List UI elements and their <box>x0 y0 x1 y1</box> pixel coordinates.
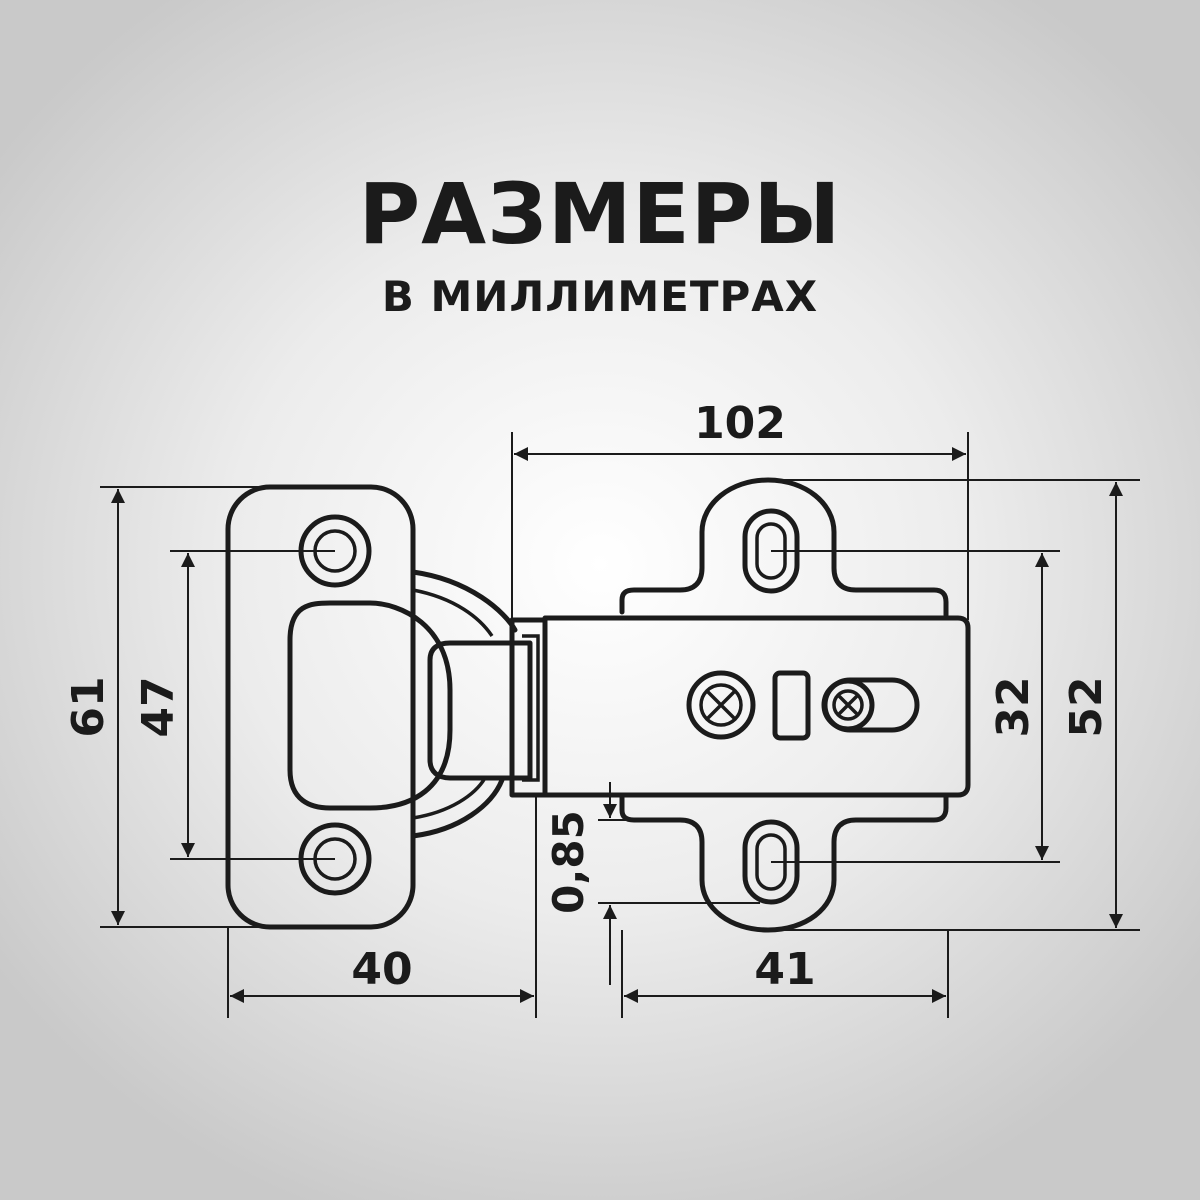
page-subtitle: В МИЛЛИМЕТРАХ <box>381 272 819 321</box>
dim-plate-height-label: 61 <box>63 676 114 737</box>
adjust-screw-cross-icon <box>705 689 737 721</box>
cup-dome-top <box>410 569 518 633</box>
plate-recess <box>287 600 453 811</box>
cup-dome-bottom <box>410 777 505 839</box>
dim-base-width-label: 41 <box>754 944 815 995</box>
dim-offset: 0,85 <box>544 782 760 985</box>
dim-base-hole-spacing: 32 <box>771 550 1060 863</box>
dim-plate-width: 40 <box>227 795 537 1018</box>
adjust-screw <box>686 670 756 740</box>
dim-plate-width-label: 40 <box>351 944 412 995</box>
cam-screw-cross-icon <box>836 693 860 717</box>
dim-plate-height: 61 <box>63 486 330 928</box>
cam-screw <box>821 678 875 732</box>
cup-dome-inner-top <box>412 588 494 637</box>
adjust-screw-head <box>699 683 743 727</box>
dim-plate-hole-spacing: 47 <box>133 550 335 860</box>
dim-overall-length-label: 102 <box>694 398 786 449</box>
hinge-knuckle <box>427 640 533 781</box>
arm-end-cap-inner <box>522 634 540 782</box>
dim-overall-length: 102 <box>511 398 969 620</box>
arm-window <box>772 670 811 741</box>
dim-base-height-label: 52 <box>1061 676 1112 737</box>
page-title: РАЗМЕРЫ <box>358 165 842 263</box>
dim-base-width: 41 <box>621 930 949 1018</box>
dim-base-hole-spacing-label: 32 <box>988 676 1039 737</box>
hinge-arm <box>542 615 971 798</box>
dim-plate-hole-spacing-label: 47 <box>133 676 184 737</box>
dimension-lines: 102 61 47 40 <box>63 398 1140 1018</box>
dim-offset-label: 0,85 <box>544 810 593 914</box>
mounting-plate <box>225 484 416 930</box>
dim-base-height: 52 <box>768 479 1140 931</box>
cup-dome-inner-bottom <box>412 777 487 820</box>
cam-screw-head <box>832 689 864 721</box>
